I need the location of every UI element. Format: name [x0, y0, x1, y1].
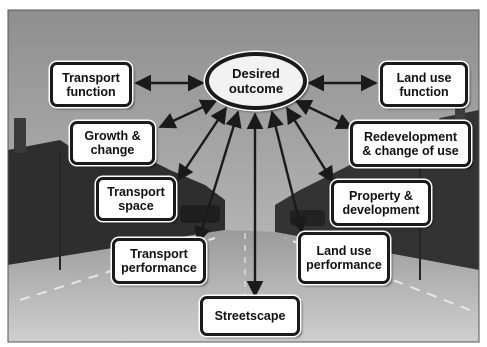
transport-performance-node: Transport performance: [112, 238, 206, 284]
land-use-performance-node: Land use performance: [298, 232, 390, 284]
arrow-transport-space: [177, 106, 227, 182]
arrow-land-use-performance: [267, 110, 307, 234]
arrow-growth-change: [158, 99, 218, 129]
arrow-property-development: [285, 106, 335, 184]
arrow-redevelopment: [294, 99, 354, 130]
transport-function-node: Transport function: [50, 62, 132, 107]
desired-outcome-node: Desired outcome: [205, 52, 307, 110]
streetscape-node: Streetscape: [200, 296, 300, 336]
property-development-node: Property & development: [331, 180, 431, 226]
arrow-transport-performance: [194, 110, 242, 244]
growth-change-node: Growth & change: [70, 121, 155, 165]
redevelopment-change-of-use-node: Redevelopment & change of use: [350, 121, 471, 167]
transport-space-node: Transport space: [96, 177, 176, 221]
land-use-function-node: Land use function: [380, 62, 468, 107]
